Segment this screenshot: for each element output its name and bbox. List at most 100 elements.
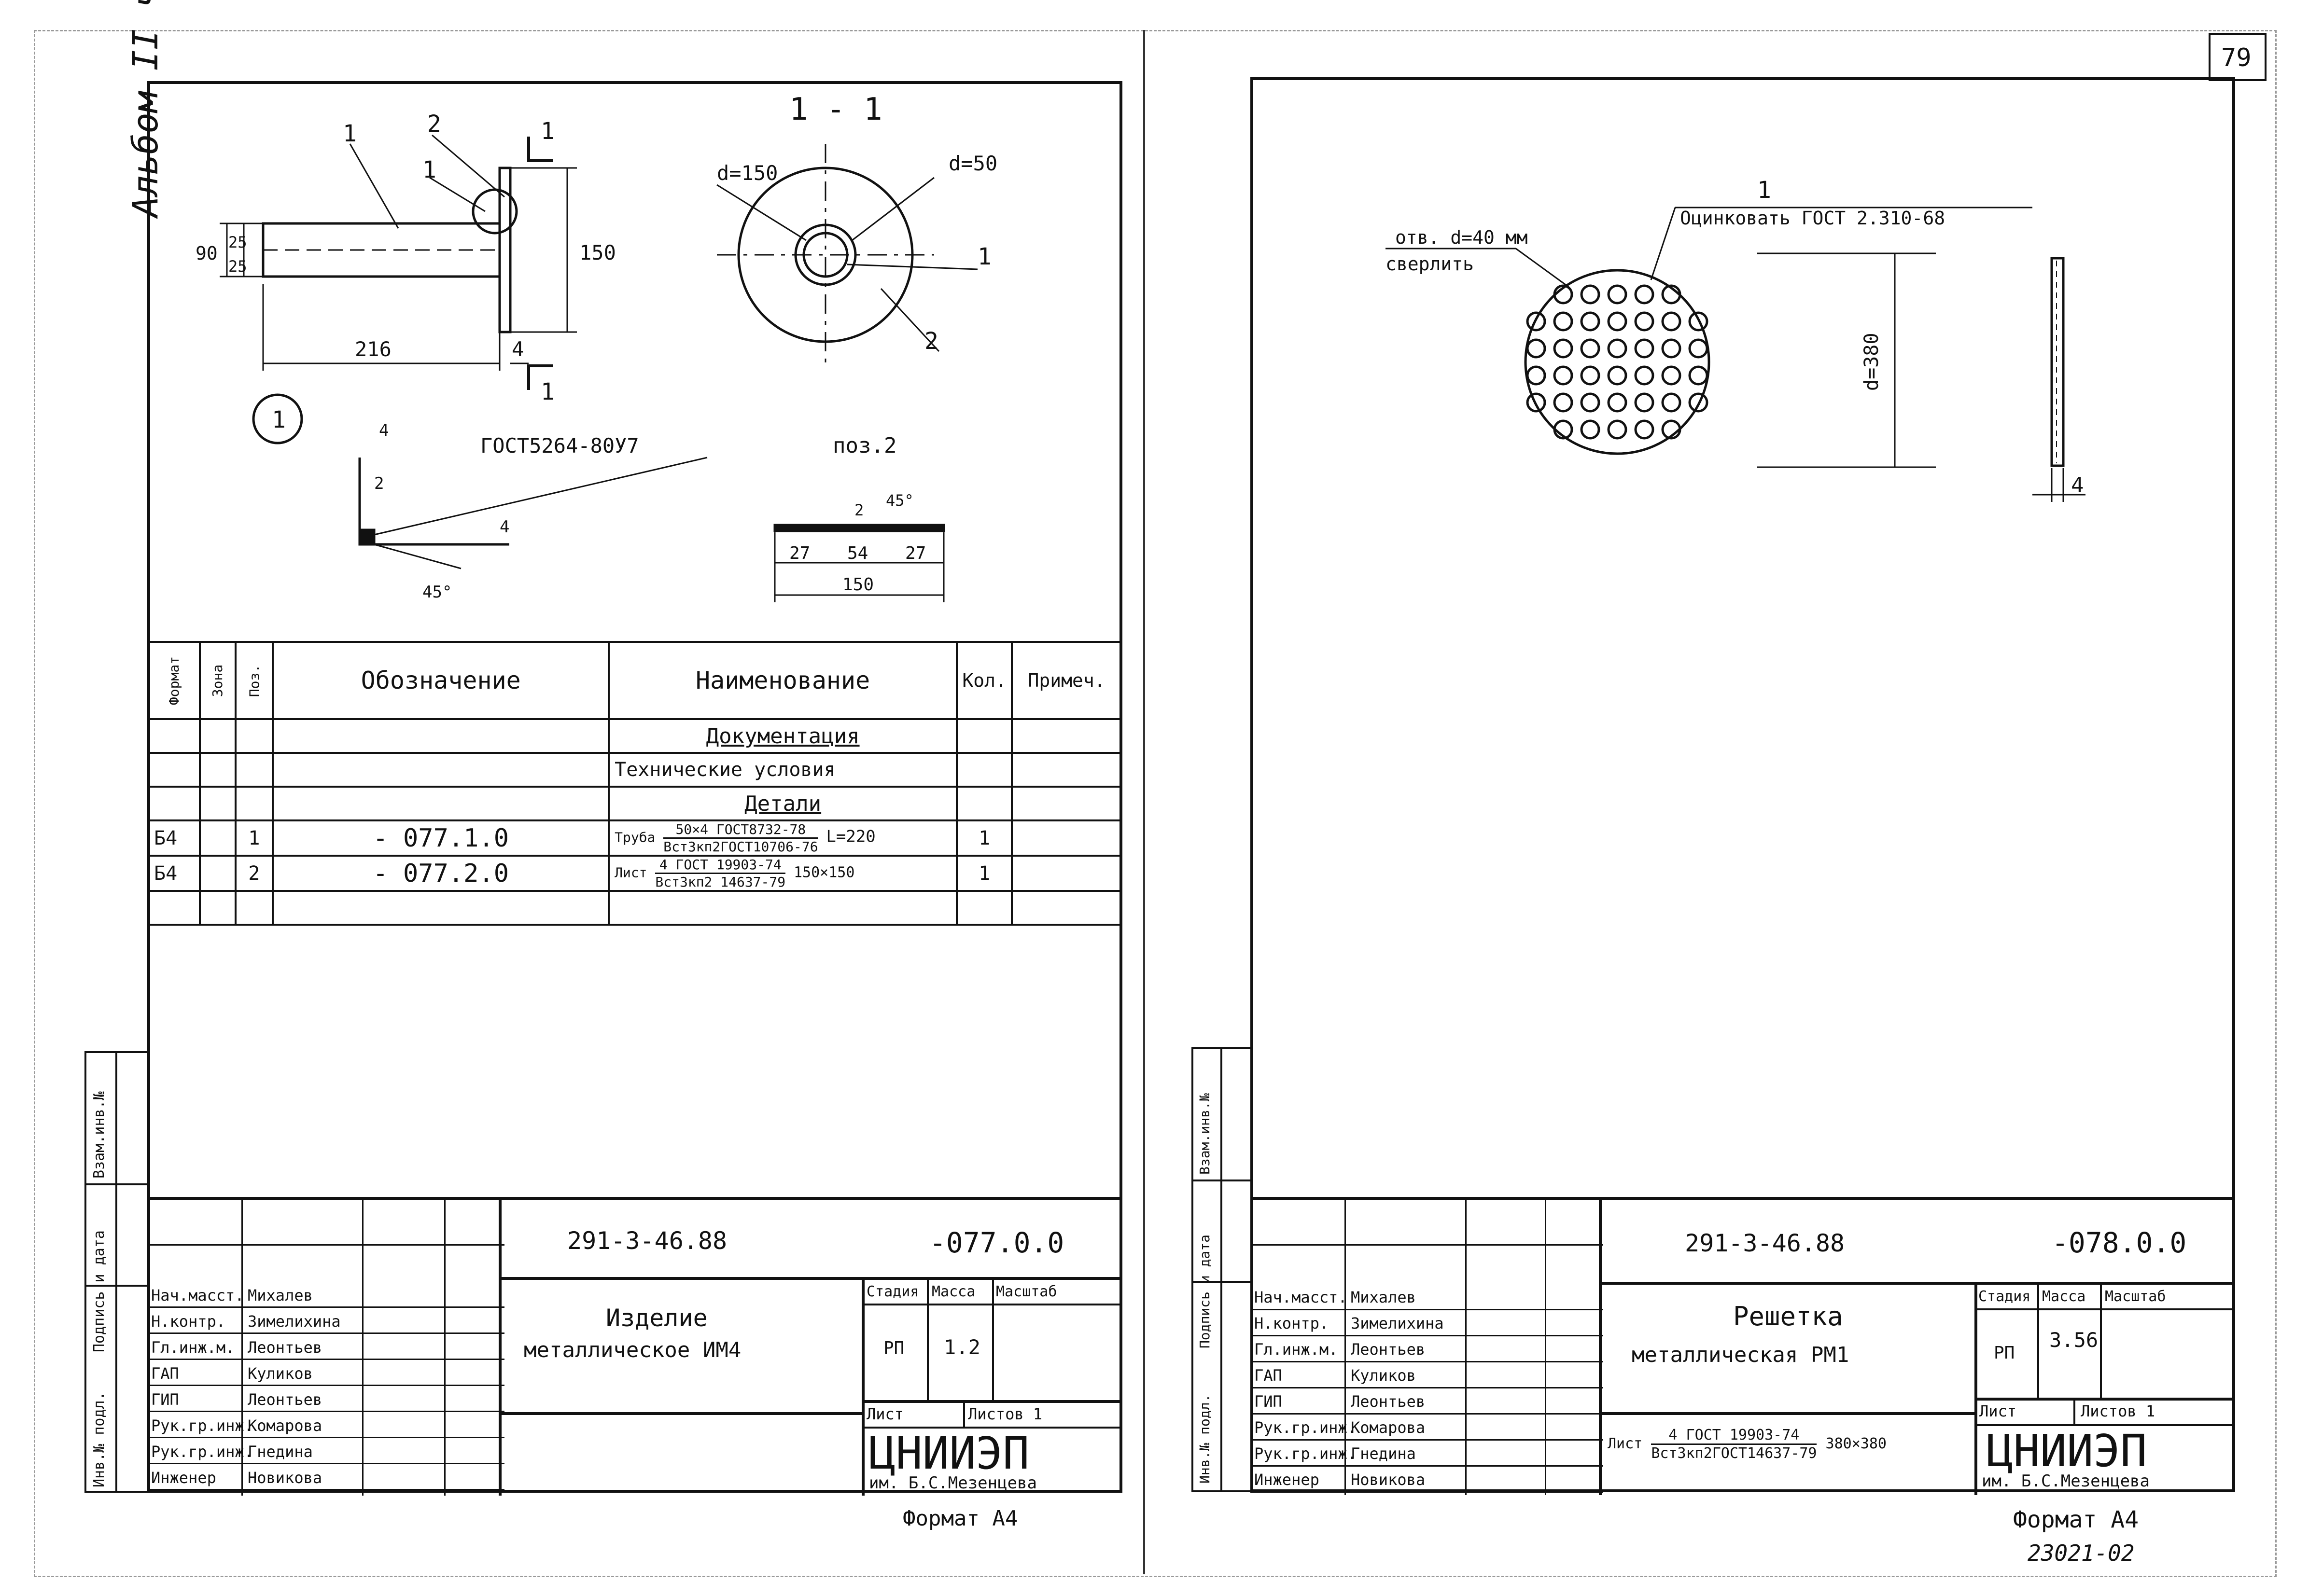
- row2-name: Лист 4 ГОСТ 19903-74 Вст3кп2 14637-79 15…: [608, 855, 958, 892]
- section-title: 1 - 1: [789, 92, 882, 127]
- sheet2-side-stamp: Инв.№ подл. Подпись и дата Взам.инв.№: [1191, 1047, 1253, 1492]
- hole: [1688, 392, 1708, 413]
- tb1-scale-header: Масштаб: [996, 1283, 1057, 1300]
- dim-w216: 216: [355, 337, 392, 361]
- tb1-role-2: Гл.инж.м.: [151, 1338, 235, 1357]
- hole: [1553, 392, 1573, 413]
- hole: [1634, 284, 1654, 305]
- page-number-box: 79: [2209, 33, 2267, 81]
- sheet-separator: [1143, 30, 1145, 1574]
- weld-note: ГОСТ5264-80У7: [480, 434, 639, 458]
- tb1-role-3: ГАП: [151, 1364, 179, 1383]
- row2-pos: 2: [234, 855, 274, 892]
- hole: [1580, 338, 1600, 359]
- weld-dim-c4: 4: [500, 517, 509, 537]
- tb1-role-1: Н.контр.: [151, 1312, 226, 1331]
- section-mark-top: 1: [541, 118, 555, 145]
- dim-d25b: 25: [228, 257, 247, 276]
- spec-section-parts: Детали: [608, 786, 958, 821]
- hole: [1607, 365, 1627, 386]
- callout-1a: 1: [343, 120, 357, 147]
- tb1-sheets-label: Листов 1: [968, 1405, 1043, 1423]
- tb2-sheet-label: Лист: [1979, 1402, 2017, 1420]
- hole: [1553, 338, 1573, 359]
- node-callout: 1: [272, 406, 286, 433]
- hole: [1607, 392, 1627, 413]
- tb1-role-7: Инженер: [151, 1469, 216, 1487]
- tb2-role-4: ГИП: [1254, 1392, 1282, 1411]
- tb1-name-3: Куликов: [248, 1364, 313, 1383]
- spec-header-code: Обозначение: [272, 641, 610, 720]
- callout-2: 2: [427, 111, 441, 138]
- hole: [1526, 392, 1546, 413]
- hole: [1607, 338, 1627, 359]
- hole: [1634, 419, 1654, 440]
- tb2-role-0: Нач.масст.: [1254, 1288, 1347, 1306]
- tb1-mass: 1.2: [944, 1335, 980, 1359]
- hole: [1553, 419, 1573, 440]
- callout-2b: 2: [924, 328, 938, 355]
- hole: [1661, 419, 1681, 440]
- thickness-dim: 4: [2071, 473, 2084, 498]
- tb2-role-3: ГАП: [1254, 1366, 1282, 1385]
- spec-header-note: Примеч.: [1011, 641, 1122, 720]
- tb2-role-5: Рук.гр.инж.: [1254, 1418, 1357, 1437]
- tb2-name-4: Леонтьев: [1351, 1392, 1426, 1411]
- hole: [1634, 392, 1654, 413]
- row1-code: - 077.1.0: [272, 819, 610, 857]
- hole: [1526, 338, 1546, 359]
- hole: [1607, 284, 1627, 305]
- page-outer-frame: [34, 30, 2277, 1577]
- sheet2-drawing: 1 Оцинковать ГОСТ 2.310-68 отв. d=40 мм …: [1385, 177, 2085, 502]
- hole: [1634, 311, 1654, 332]
- tb1-doc-code: 291-3-46.88: [567, 1227, 728, 1255]
- tb2-name-7: Новикова: [1351, 1471, 1426, 1489]
- tb1-stage-header: Стадия: [867, 1283, 919, 1300]
- tb2-org-name: ЦНИИЭП: [1987, 1425, 2147, 1477]
- row1-name: Труба 50×4 ГОСТ8732-78 Вст3кп2ГОСТ10706-…: [608, 819, 958, 857]
- dim-d50: d=50: [949, 152, 997, 175]
- row1-format: Б4: [147, 819, 201, 857]
- tb1-name-line2: металлическое ИМ4: [524, 1338, 742, 1362]
- diameter-dim: d=380: [1861, 333, 1883, 391]
- hole: [1661, 284, 1681, 305]
- hole: [1634, 338, 1654, 359]
- tb2-sheets-label: Листов 1: [2081, 1402, 2155, 1420]
- tb1-name-1: Зимелихина: [248, 1312, 341, 1331]
- side-stamp2-replace: Взам.инв.№: [1197, 1093, 1213, 1175]
- hole: [1526, 311, 1546, 332]
- row2-code: - 077.2.0: [272, 855, 610, 892]
- table-row: Б4 1 - 077.1.0 Труба 50×4 ГОСТ8732-78 Вс…: [147, 819, 1122, 857]
- tb2-name-5: Комарова: [1351, 1418, 1426, 1437]
- tb2-scale-header: Масштаб: [2105, 1288, 2166, 1305]
- tb1-org-sub: им. Б.С.Мезенцева: [869, 1473, 1037, 1493]
- zinc-callout: 1: [1757, 177, 1771, 204]
- tb2-role-2: Гл.инж.м.: [1254, 1340, 1338, 1359]
- weld-angle: 45°: [422, 583, 452, 602]
- dim-d90: 90: [196, 243, 218, 264]
- tb1-mass-header: Масса: [932, 1283, 976, 1300]
- pos2-dim-54: 54: [847, 543, 868, 563]
- tb2-name-line2: металлическая РМ1: [1632, 1343, 1849, 1367]
- tb1-stage: РП: [883, 1338, 905, 1358]
- spec-table: Формат Зона Поз. Обозначение Наименовани…: [147, 641, 1122, 926]
- tb1-name-0: Михалев: [248, 1286, 313, 1305]
- side-stamp2-inv: Инв.№ подл.: [1197, 1394, 1213, 1484]
- tb1-name-5: Комарова: [248, 1416, 322, 1435]
- tb1-org-name: ЦНИИЭП: [869, 1428, 1030, 1479]
- table-row: Б4 2 - 077.2.0 Лист 4 ГОСТ 19903-74 Вст3…: [147, 855, 1122, 892]
- dim-d25a: 25: [228, 233, 247, 251]
- tb2-name-line1: Решетка: [1733, 1301, 1843, 1332]
- tb2-stage-header: Стадия: [1978, 1288, 2031, 1305]
- tb2-stage: РП: [1994, 1343, 2015, 1363]
- sheet2-frame: [1250, 77, 2235, 1492]
- tb1-sheet-code: -077.0.0: [929, 1226, 1064, 1259]
- section-mark-bottom: 1: [541, 378, 555, 405]
- hole: [1526, 365, 1546, 386]
- pos2-angle: 45°: [886, 491, 914, 510]
- sheet2-format: Формат А4: [2013, 1506, 2139, 1533]
- row1-pos: 1: [234, 819, 274, 857]
- row2-format: Б4: [147, 855, 201, 892]
- pos2-chamfer: 2: [854, 501, 864, 519]
- pos2-label: поз.2: [833, 433, 896, 458]
